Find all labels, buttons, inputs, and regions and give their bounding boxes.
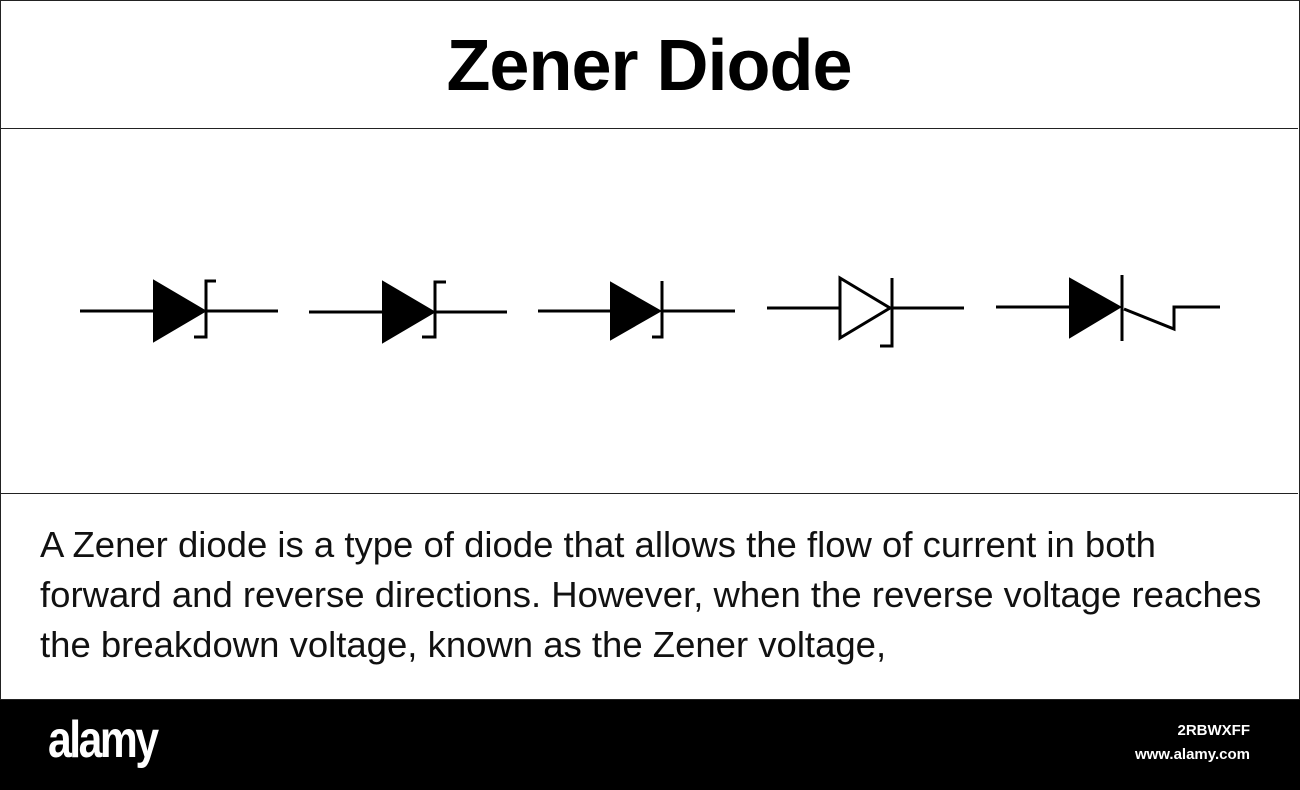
zener-symbols-diagram [80, 275, 1220, 348]
zener-cathode-bar [422, 280, 446, 339]
symbols-panel [0, 129, 1298, 494]
anode-triangle [382, 280, 436, 344]
description-text: A Zener diode is a type of diode that al… [40, 524, 1262, 665]
zener-diode-symbol-5 [996, 275, 1220, 341]
stock-footer: alamy 2RBWXFF www.alamy.com [0, 700, 1300, 790]
anode-triangle [610, 281, 663, 341]
title-panel: Zener Diode [0, 0, 1298, 129]
zener-diode-symbol-1 [80, 279, 278, 343]
zener-diode-symbol-2 [309, 280, 507, 344]
site-url: www.alamy.com [1134, 746, 1250, 763]
description-panel: A Zener diode is a type of diode that al… [0, 494, 1298, 698]
brand-logo: alamy [48, 711, 159, 769]
zener-cathode-bar [194, 279, 216, 339]
zener-diode-symbol-4 [767, 275, 964, 348]
zener-cathode-bar [652, 281, 664, 339]
zener-bent-bar [1123, 305, 1220, 332]
zener-cathode-bar [880, 278, 894, 348]
anode-triangle [153, 279, 207, 343]
anode-triangle-outline [838, 275, 893, 341]
image-id: 2RBWXFF [1177, 722, 1251, 739]
page-title: Zener Diode [446, 26, 852, 106]
anode-triangle [1069, 277, 1122, 339]
zener-diode-symbol-3 [538, 281, 735, 341]
